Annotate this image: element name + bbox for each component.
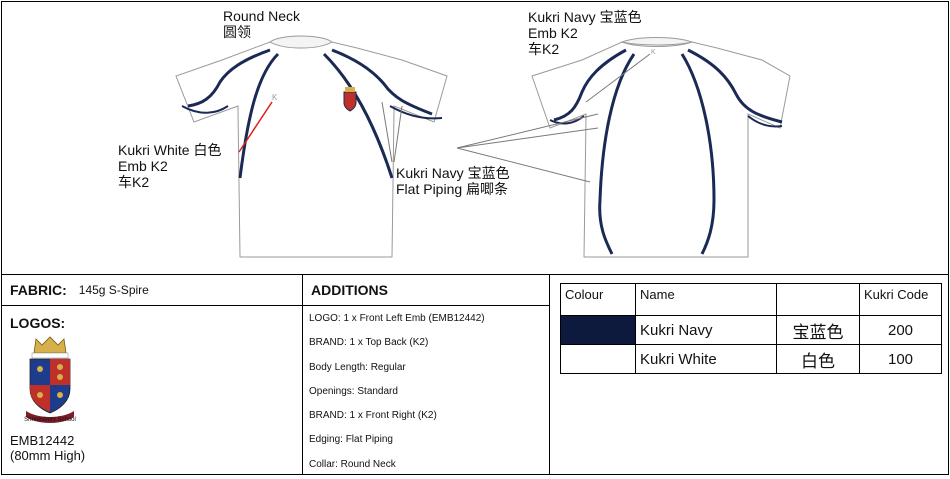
callout-back-navy-line3: 车K2 [528,41,560,57]
garment-drawings: K K [175,35,791,258]
colour-row-navy: Kukri Navy 宝蓝色 200 [560,315,942,345]
callout-round-neck: Round Neck 圆领 [223,8,300,40]
front-shirt [175,35,448,258]
front-brand-mark: K [272,93,278,102]
callout-back-navy-line1: Kukri Navy 宝蓝色 [528,9,642,25]
colour-swatch-cell [560,344,636,374]
crest-caption: Shrewsbury School [24,417,76,423]
spec-details: FABRIC: 145g S-Spire LOGOS: Shrewsbury S… [2,275,948,474]
back-brand-mark: K [651,49,656,56]
logo-code: EMB12442 [10,433,75,448]
callout-flat-piping: Kukri Navy 宝蓝色 Flat Piping 扁唧条 [396,165,510,197]
colour-swatch-navy [561,316,635,344]
header-name: Name [635,283,777,316]
garment-panel: K K Round Neck [2,2,948,275]
callout-round-neck-cn: 圆领 [223,24,251,40]
callout-round-neck-en: Round Neck [223,8,301,24]
colour-name: Kukri Navy [635,315,777,345]
callout-kukri-white: Kukri White 白色 Emb K2 车K2 [118,142,221,190]
addition-item: Openings: Standard [309,385,398,397]
colour-name: Kukri White [635,344,777,374]
fabric-value: 145g S-Spire [78,283,149,297]
addition-item: LOGO: 1 x Front Left Emb (EMB12442) [309,313,485,324]
leader-line-3 [456,113,599,149]
colours-column: Colour Name Kukri Code Kukri Navy 宝蓝色 20… [550,275,948,474]
colour-name-cn: 白色 [776,344,860,374]
back-shirt [531,37,791,258]
callout-flat-piping-line2: Flat Piping 扁唧条 [396,181,509,197]
logo-size: (80mm High) [10,448,86,463]
additions-list: LOGO: 1 x Front Left Emb (EMB12442) BRAN… [303,306,549,479]
addition-item: Body Length: Regular [309,361,406,373]
leader-line-4 [456,127,599,149]
fabric-row: FABRIC: 145g S-Spire [2,275,302,306]
kukri-code: 100 [859,344,942,374]
colour-row-white: Kukri White 白色 100 [560,344,942,374]
header-cn [776,283,860,316]
leader-line-2 [393,105,403,163]
additions-title: ADDITIONS [303,275,549,306]
leader-line-red [238,101,273,153]
colour-swatch-white [561,345,635,373]
addition-item: Collar: Round Neck [309,458,396,470]
colour-swatch-cell [560,315,636,345]
leader-line-back-top [585,53,651,103]
header-colour: Colour [560,283,636,316]
callout-kukri-white-line2: Emb K2 [118,158,168,174]
header-kukri-code: Kukri Code [859,283,942,316]
additions-column: ADDITIONS LOGO: 1 x Front Left Emb (EMB1… [303,275,550,474]
callout-back-navy-line2: Emb K2 [528,25,578,41]
logo-code-block: EMB12442 (80mm High) [10,433,85,463]
callout-flat-piping-line1: Kukri Navy 宝蓝色 [396,165,510,181]
kukri-code: 200 [859,315,942,345]
addition-item: BRAND: 1 x Front Right (K2) [309,410,437,422]
logos-title: LOGOS: [10,315,66,331]
fabric-label: FABRIC: [10,282,67,298]
callout-kukri-white-line1: Kukri White 白色 [118,142,222,158]
colours-table-header: Colour Name Kukri Code [560,283,942,316]
fabric-logos-column: FABRIC: 145g S-Spire LOGOS: Shrewsbury S… [2,275,303,474]
callout-back-navy: Kukri Navy 宝蓝色 Emb K2 车K2 [528,9,642,57]
addition-item: BRAND: 1 x Top Back (K2) [309,337,429,349]
leader-line-5 [456,147,591,183]
addition-item: Edging: Flat Piping [309,434,393,446]
front-crest-logo [343,87,357,112]
callout-kukri-white-line3: 车K2 [118,174,150,190]
leader-line-1 [381,101,393,163]
colour-name-cn: 宝蓝色 [776,315,860,345]
colours-table: Colour Name Kukri Code Kukri Navy 宝蓝色 20… [560,283,942,374]
school-crest-image [26,336,74,423]
